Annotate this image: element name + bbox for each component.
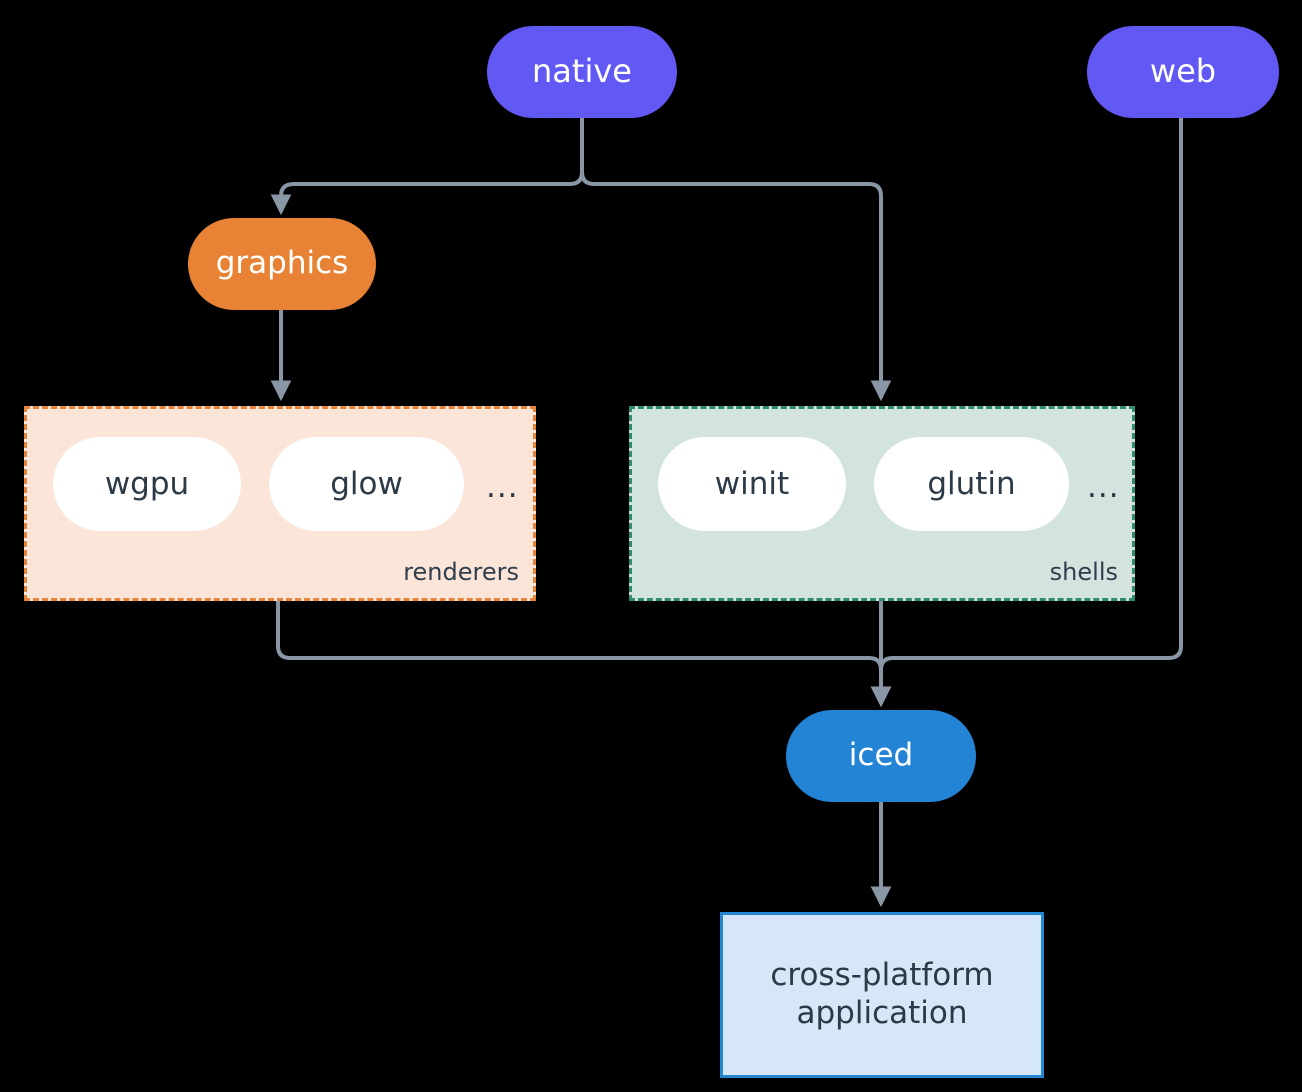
cluster-shells: winit glutin ... shells — [629, 406, 1135, 601]
cluster-renderers: wgpu glow ... renderers — [24, 406, 536, 601]
node-glow[interactable]: glow — [269, 437, 464, 531]
node-native-label: native — [532, 52, 632, 91]
node-winit[interactable]: winit — [658, 437, 846, 531]
node-application-label-line2: application — [796, 995, 968, 1031]
cluster-renderers-label: renderers — [403, 558, 519, 586]
node-cross-platform-application[interactable]: cross-platform application — [720, 912, 1044, 1078]
node-glow-label: glow — [330, 466, 403, 502]
edge-native-shells — [580, 118, 892, 402]
node-iced-label: iced — [848, 737, 914, 774]
node-native[interactable]: native — [487, 26, 677, 118]
node-application-label-line1: cross-platform — [770, 957, 994, 994]
node-graphics[interactable]: graphics — [188, 218, 376, 310]
edge-renderers-iced — [276, 601, 892, 708]
node-wgpu[interactable]: wgpu — [53, 437, 241, 531]
node-winit-label: winit — [714, 466, 790, 502]
node-glutin-label: glutin — [927, 466, 1016, 502]
node-graphics-label: graphics — [215, 245, 349, 282]
node-glutin[interactable]: glutin — [874, 437, 1069, 531]
cluster-shells-label: shells — [1049, 558, 1118, 586]
node-iced[interactable]: iced — [786, 710, 976, 802]
node-web[interactable]: web — [1087, 26, 1279, 118]
node-web-label: web — [1149, 52, 1217, 91]
node-wgpu-label: wgpu — [104, 466, 190, 502]
renderers-overflow-ellipsis: ... — [486, 469, 519, 505]
edge-native-graphics — [270, 118, 584, 216]
shells-overflow-ellipsis: ... — [1087, 469, 1120, 505]
